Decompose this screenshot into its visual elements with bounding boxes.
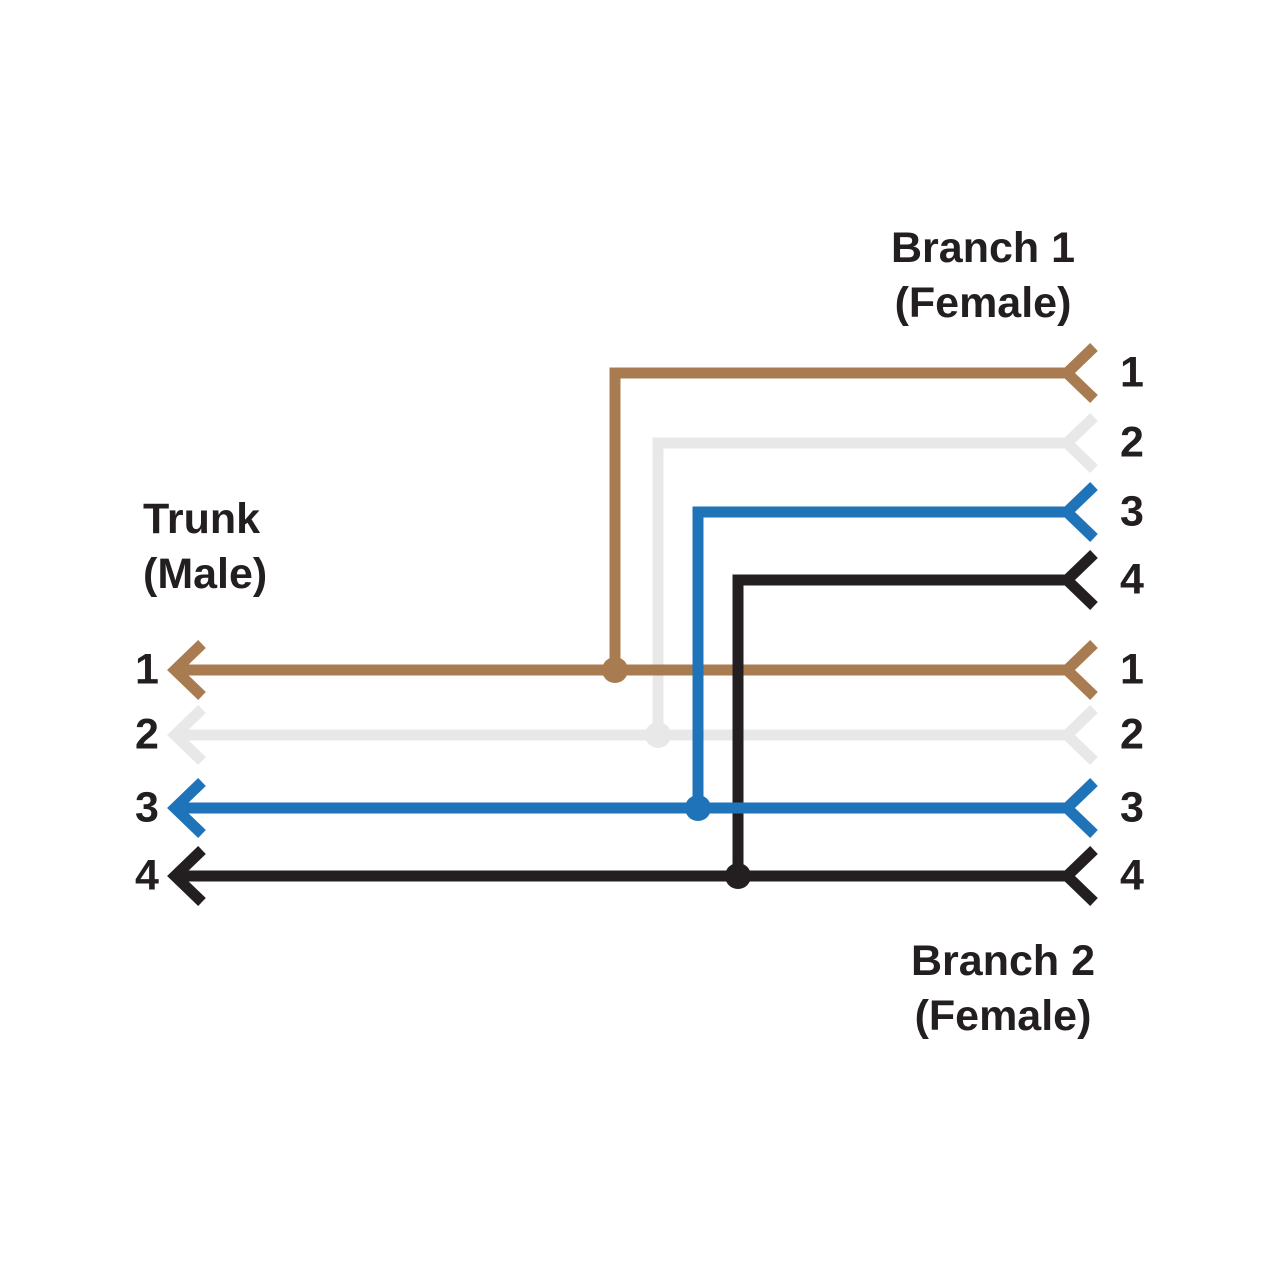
branch2-label-line1: Branch 2 <box>910 937 1096 985</box>
branch1-pin-1-label: 1 <box>1120 348 1144 397</box>
branch1-pin-4-label: 4 <box>1120 555 1144 604</box>
trunk-label-line2: (Male) <box>143 550 268 598</box>
junction-dot-white <box>645 722 671 748</box>
branch1-female-fork-black-icon <box>1059 550 1098 610</box>
junction-dot-black <box>725 863 751 889</box>
branch2-pin-4-label: 4 <box>1120 851 1144 900</box>
junction-dot-brown <box>602 657 628 683</box>
wire-blue-path <box>175 506 1067 814</box>
wire-brown-path <box>175 367 1067 676</box>
wire-white-path <box>175 437 1067 741</box>
trunk-pin-1-label: 1 <box>135 645 159 694</box>
junction-dot-blue <box>685 795 711 821</box>
trunk-male-arrow-white-icon <box>167 705 206 765</box>
branch1-female-fork-white-icon <box>1059 413 1098 473</box>
branch2-female-fork-black-icon <box>1059 846 1098 906</box>
branch2-label-line2: (Female) <box>914 992 1092 1040</box>
branch2-pin-3-label: 3 <box>1120 783 1144 832</box>
branch1-female-fork-blue-icon <box>1059 482 1098 542</box>
trunk-pin-2-label: 2 <box>135 710 159 759</box>
trunk-pin-4-label: 4 <box>135 851 159 900</box>
branch1-label-line2: (Female) <box>894 279 1072 327</box>
branch2-connector-label: Branch 2 (Female) <box>911 934 1095 1044</box>
branch2-pin-1-label: 1 <box>1120 645 1144 694</box>
branch1-connector-label: Branch 1 (Female) <box>891 221 1075 331</box>
trunk-pin-3-label: 3 <box>135 783 159 832</box>
trunk-male-arrow-brown-icon <box>167 640 206 700</box>
branch2-female-fork-blue-icon <box>1059 778 1098 838</box>
wire-black-path <box>175 574 1067 882</box>
trunk-male-arrow-black-icon <box>167 846 206 906</box>
trunk-label-line1: Trunk <box>143 495 261 543</box>
trunk-male-arrow-blue-icon <box>167 778 206 838</box>
branch1-pin-3-label: 3 <box>1120 487 1144 536</box>
branch2-pin-2-label: 2 <box>1120 710 1144 759</box>
branch1-female-fork-brown-icon <box>1059 343 1098 403</box>
branch1-label-line1: Branch 1 <box>890 224 1076 272</box>
branch1-pin-2-label: 2 <box>1120 418 1144 467</box>
branch2-female-fork-white-icon <box>1059 705 1098 765</box>
branch2-female-fork-brown-icon <box>1059 640 1098 700</box>
trunk-connector-label: Trunk (Male) <box>143 492 267 602</box>
